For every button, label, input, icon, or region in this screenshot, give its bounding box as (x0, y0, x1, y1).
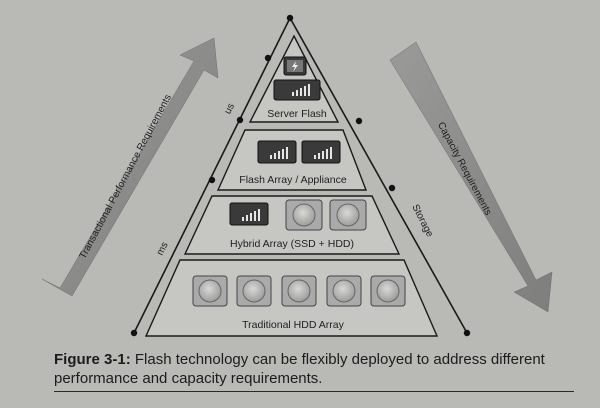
figure-caption-label: Figure 3-1 (54, 351, 126, 368)
ssd-drive-icon (229, 202, 269, 226)
tier-label-hdd-array: Traditional HDD Array (242, 319, 344, 331)
tier-label-hybrid-array: Hybrid Array (SSD + HDD) (230, 238, 354, 250)
hard-disk-icon (192, 275, 228, 307)
ssd-drive-icon (301, 140, 341, 164)
figure-caption: Figure 3-1: Flash technology can be flex… (54, 350, 574, 392)
hard-disk-icon (285, 199, 323, 231)
ssd-drive-icon (273, 79, 321, 101)
hard-disk-icon (281, 275, 317, 307)
latency-ms-label: ms (155, 240, 171, 257)
capacity-arrow: Capacity Requirements (389, 41, 553, 313)
axis-dots (130, 14, 471, 337)
figure-caption-text: Flash technology can be flexibly deploye… (54, 351, 545, 387)
performance-arrow: Transactional Performance Requirements (41, 37, 219, 297)
hard-disk-icon (326, 275, 362, 307)
performance-arrow-label: Transactional Performance Requirements (78, 93, 174, 261)
latency-us-label: us (222, 102, 237, 116)
ssd-drive-icon (257, 140, 297, 164)
tier-label-flash-array: Flash Array / Appliance (239, 174, 347, 186)
hard-disk-icon (329, 199, 367, 231)
hard-disk-icon (370, 275, 406, 307)
hard-disk-icon (236, 275, 272, 307)
capacity-arrow-label: Capacity Requirements (435, 120, 494, 217)
storage-label: Storage (409, 203, 435, 240)
tier-label-server-flash: Server Flash (267, 108, 327, 120)
flash-card-icon (283, 56, 307, 76)
